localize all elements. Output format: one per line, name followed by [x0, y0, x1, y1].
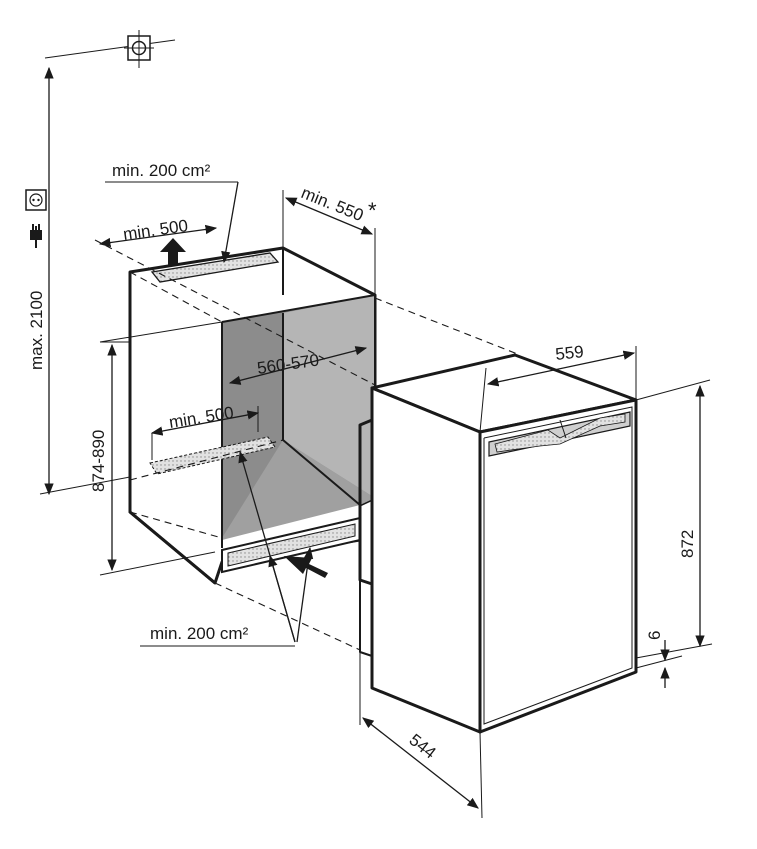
max-height-dimension: max. 2100: [27, 66, 136, 496]
niche-depth-label: min. 550: [299, 183, 367, 225]
appliance-width-label: 559: [554, 342, 584, 364]
appliance-height-label: 872: [678, 530, 697, 558]
max-height-label: max. 2100: [27, 291, 46, 370]
top-vent-area-label: min. 200 cm²: [112, 161, 211, 180]
top-airflow-arrow: [160, 238, 186, 265]
appliance-body: [358, 353, 638, 734]
top-vent-width-label: min. 500: [122, 216, 189, 244]
top-vent-width-dimension: min. 500: [98, 216, 218, 248]
bottom-vent-area-callout: min. 200 cm²: [140, 450, 314, 647]
niche-depth-note: *: [368, 198, 377, 223]
bottom-airflow-arrow: [284, 556, 328, 578]
plug-icon: [30, 224, 42, 248]
socket-icon: [25, 189, 47, 211]
top-vent-area-callout: min. 200 cm²: [105, 161, 239, 264]
plinth-gap-label: 6: [645, 631, 664, 640]
plinth-gap-dimension: 6: [635, 631, 683, 688]
section-symbol-icon: [44, 30, 176, 68]
appliance-height-dimension: 872: [635, 379, 713, 659]
appliance-width-dimension: 559: [479, 342, 637, 433]
niche-height-label: 874-890: [89, 430, 108, 492]
bottom-vent-area-label: min. 200 cm²: [150, 624, 249, 643]
niche-height-dimension: 874-890: [89, 341, 216, 576]
appliance-depth-label: 544: [406, 730, 440, 762]
